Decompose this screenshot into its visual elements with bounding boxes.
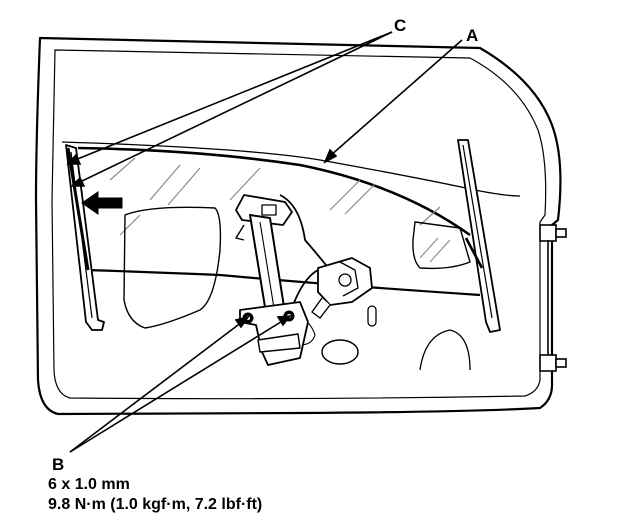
window-frame-line — [61, 141, 521, 197]
speaker-hole — [321, 339, 359, 365]
callout-c: C — [394, 16, 407, 35]
bolt-size-spec: 6 x 1.0 mm — [48, 476, 130, 493]
door-outer-panel — [34, 36, 562, 416]
door-inner-contour — [51, 49, 547, 400]
front-access-hole — [123, 206, 222, 329]
glass-lower-edge — [84, 268, 481, 297]
bold-left-arrow-icon — [81, 191, 123, 215]
torque-spec: 9.8 N·m (1.0 kgf·m, 7.2 lbf·ft) — [48, 496, 263, 513]
glass-top-edge — [77, 146, 471, 237]
callout-b: B — [52, 455, 65, 474]
slot-hole — [367, 305, 377, 327]
rear-run-channel — [457, 139, 501, 333]
rear-access-hole — [412, 221, 471, 270]
door-hinges — [539, 224, 567, 372]
glass-hatch — [109, 157, 441, 236]
callout-a: A — [466, 26, 479, 45]
lower-circular-opening — [419, 329, 471, 371]
leader-lines — [66, 31, 463, 453]
window-regulator — [235, 194, 373, 366]
